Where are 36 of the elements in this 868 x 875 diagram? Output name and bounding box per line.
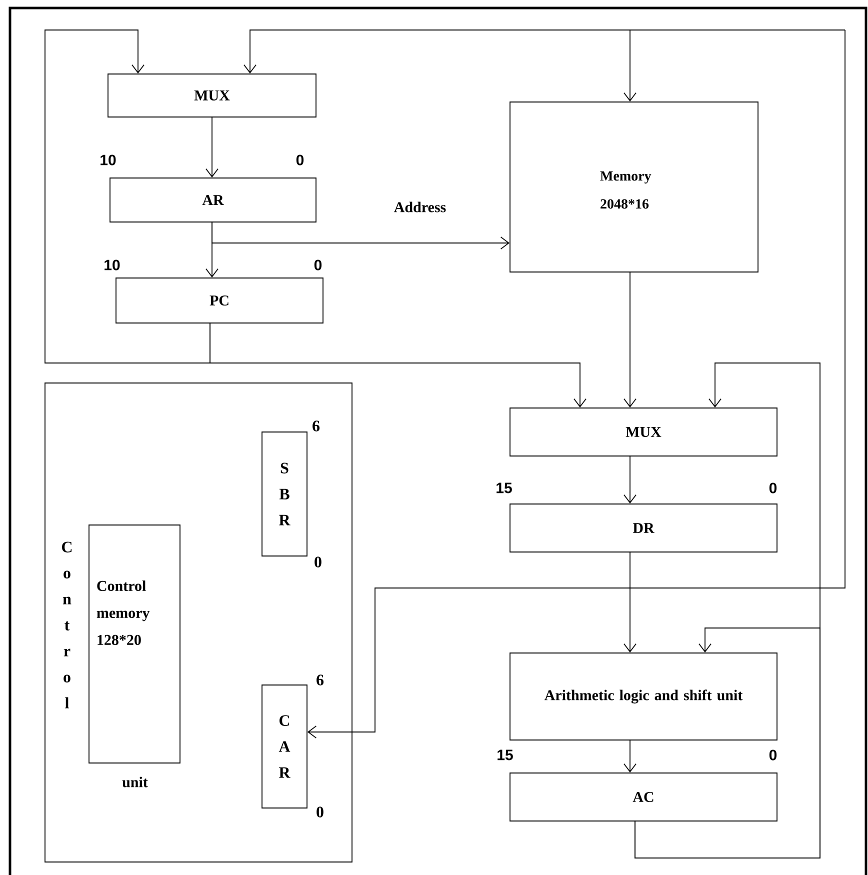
bit-label: 10: [100, 154, 116, 166]
bit-label: 0: [314, 260, 322, 270]
bit-label: 0: [769, 750, 777, 760]
memory-box: Memory 2048*16: [510, 102, 758, 272]
bit-label: 0: [296, 154, 304, 166]
register-box: MUX: [108, 74, 316, 118]
bit-label: 15: [496, 482, 512, 494]
register-box: AC: [510, 772, 778, 822]
arrow: [212, 222, 510, 250]
arrow: [624, 740, 636, 773]
arrow: [624, 30, 636, 102]
bit-label: 0: [769, 482, 777, 494]
arrow: [44, 30, 210, 364]
register-box: MUX: [510, 408, 778, 456]
edge-label: Address: [392, 200, 448, 214]
arrow: [624, 456, 636, 504]
arrow: [244, 30, 846, 74]
arrow: [307, 30, 846, 738]
control-memory-box: Control memory 128*20: [88, 524, 180, 764]
register-box: DR: [510, 504, 778, 552]
bit-label: 6: [316, 674, 324, 686]
register-box: AR: [110, 178, 316, 222]
bit-label: 0: [314, 556, 322, 568]
bit-label: 6: [312, 420, 320, 432]
register-box: Arithmetic logic and shift unit: [510, 652, 778, 740]
bit-label: 10: [104, 260, 120, 270]
bit-label: 0: [316, 806, 324, 818]
arrow: [206, 117, 218, 178]
bit-label: 15: [498, 750, 513, 760]
arrow: [624, 272, 636, 408]
arrow: [624, 552, 636, 653]
arrow: [634, 628, 820, 858]
register-box: SBR: [262, 432, 308, 556]
register-box: CAR: [262, 684, 308, 808]
arrow: [210, 323, 586, 408]
register-box: PC: [116, 278, 324, 324]
